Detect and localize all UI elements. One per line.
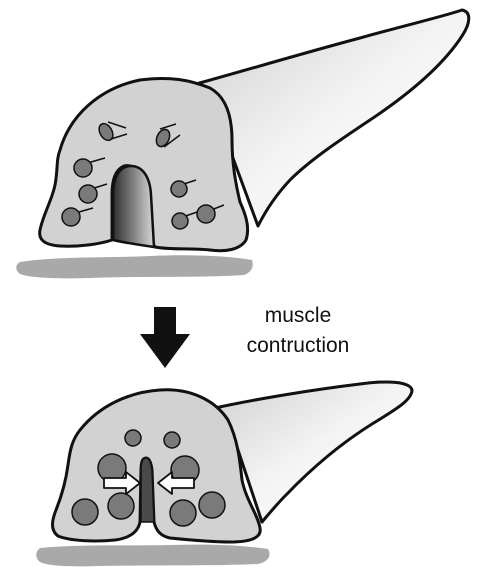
contracted-cell [36,382,412,566]
relaxed-cell [16,10,469,278]
label-muscle: muscle [228,304,368,328]
substrate-bottom [36,545,269,567]
gap-bottom [141,458,154,522]
substrate-top [16,255,252,278]
gap-top [113,166,154,247]
down-arrow-icon [140,307,190,368]
label-contruction: contruction [228,334,368,358]
